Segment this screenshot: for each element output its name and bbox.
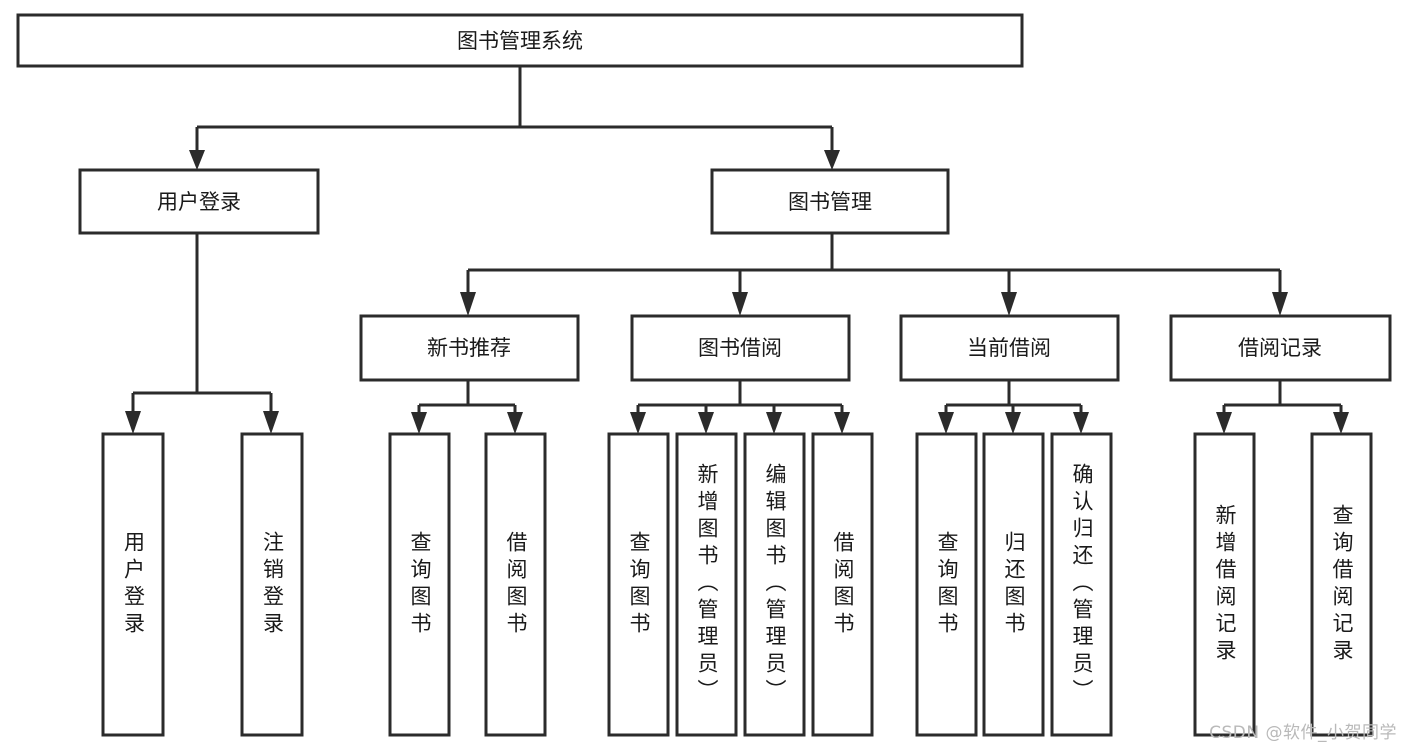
arrow-leaf-3 xyxy=(411,412,427,434)
node-boxes xyxy=(16,13,1392,737)
node-borrow-box[interactable] xyxy=(630,314,851,382)
node-user-login-box[interactable] xyxy=(78,168,320,235)
node-labels: 图书管理系统 用户登录 图书管理 新书推荐 图书借阅 当前借阅 借阅记录 xyxy=(157,29,1322,360)
csdn-watermark: CSDN @软件_小贺同学 xyxy=(1209,723,1397,743)
leaf-box-4[interactable] xyxy=(484,432,547,737)
leaf-box-11[interactable] xyxy=(1050,432,1113,737)
arrow-leaf-10 xyxy=(1005,412,1021,434)
arrow-to-borrow xyxy=(732,292,748,316)
arrow-leaf-1 xyxy=(125,411,141,434)
arrow-leaf-7 xyxy=(766,412,782,434)
leaf-box-10[interactable] xyxy=(982,432,1045,737)
arrow-leaf-8 xyxy=(834,412,850,434)
arrow-leaf-12 xyxy=(1216,412,1232,434)
node-current-label: 当前借阅 xyxy=(967,336,1051,360)
node-book-manage-label: 图书管理 xyxy=(788,190,872,214)
leaf-box-9[interactable] xyxy=(915,432,978,737)
leaf-box-7[interactable] xyxy=(743,432,806,737)
node-root-box[interactable] xyxy=(16,13,1024,68)
node-record-box[interactable] xyxy=(1169,314,1392,382)
leaf-box-2[interactable] xyxy=(240,432,304,737)
leaf-box-1[interactable] xyxy=(101,432,165,737)
connectors xyxy=(125,66,1349,434)
leaf-box-3[interactable] xyxy=(388,432,451,737)
arrow-leaf-9 xyxy=(938,412,954,434)
node-newbook-label: 新书推荐 xyxy=(427,336,511,360)
node-current-box[interactable] xyxy=(899,314,1120,382)
arrow-to-user-login xyxy=(189,150,205,170)
arrow-to-record xyxy=(1272,292,1288,316)
arrow-leaf-13 xyxy=(1333,412,1349,434)
arrow-to-current xyxy=(1001,292,1017,316)
node-book-manage-box[interactable] xyxy=(710,168,950,235)
node-record-label: 借阅记录 xyxy=(1238,336,1322,360)
leaf-box-6[interactable] xyxy=(675,432,738,737)
leaf-box-12[interactable] xyxy=(1193,432,1256,737)
arrow-to-newbook xyxy=(460,292,476,316)
arrow-leaf-2 xyxy=(263,411,279,434)
node-root-label: 图书管理系统 xyxy=(457,29,583,53)
arrow-leaf-11 xyxy=(1073,412,1089,434)
leaf-box-13[interactable] xyxy=(1310,432,1373,737)
node-newbook-box[interactable] xyxy=(359,314,580,382)
node-borrow-label: 图书借阅 xyxy=(698,336,782,360)
arrow-leaf-5 xyxy=(630,412,646,434)
arrow-leaf-4 xyxy=(507,412,523,434)
leaf-box-8[interactable] xyxy=(811,432,874,737)
arrow-to-book-manage xyxy=(824,150,840,170)
arrow-leaf-6 xyxy=(698,412,714,434)
node-user-login-label: 用户登录 xyxy=(157,190,241,214)
leaf-box-5[interactable] xyxy=(607,432,670,737)
